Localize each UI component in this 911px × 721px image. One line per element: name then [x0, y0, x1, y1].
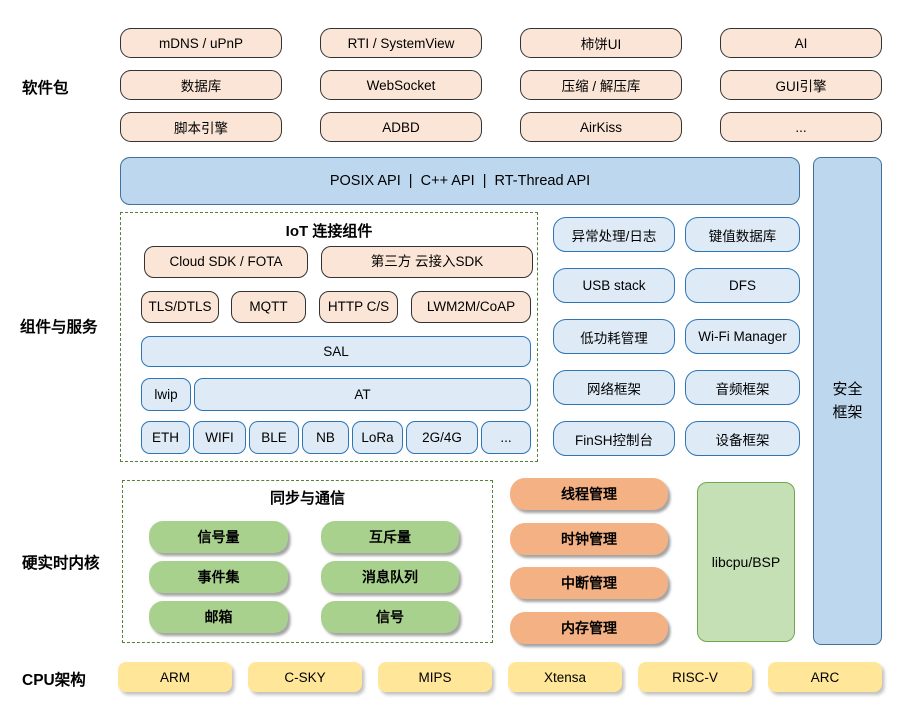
sync-section-title: 同步与通信: [269, 490, 345, 507]
package-box: ADBD: [320, 112, 482, 142]
service-box: 异常处理/日志: [553, 217, 675, 252]
package-box: 压缩 / 解压库: [520, 70, 682, 100]
side-label-software-packages: 软件包: [22, 80, 69, 97]
service-box: USB stack: [553, 268, 675, 303]
kernel-mgmt-box: 中断管理: [510, 567, 668, 599]
service-box: FinSH控制台: [553, 421, 675, 456]
iot-box-link: 2G/4G: [406, 421, 478, 454]
services-grid: 异常处理/日志 键值数据库 USB stack DFS 低功耗管理 Wi-Fi …: [553, 217, 800, 456]
iot-section: IoT 连接组件 Cloud SDK / FOTA 第三方 云接入SDK TLS…: [120, 212, 538, 462]
cpu-arch-row: ARM C-SKY MIPS Xtensa RISC-V ARC: [118, 662, 882, 692]
cpu-arch-box: RISC-V: [638, 662, 752, 692]
service-box: 网络框架: [553, 370, 675, 405]
sync-box: 事件集: [149, 561, 288, 593]
iot-box-link: ETH: [141, 421, 190, 454]
iot-box-lwip: lwip: [141, 378, 191, 411]
cpu-arch-box: ARC: [768, 662, 882, 692]
iot-box-protocol: TLS/DTLS: [141, 291, 219, 323]
package-box: 数据库: [120, 70, 282, 100]
iot-box-protocol: MQTT: [231, 291, 306, 323]
iot-box-link: LoRa: [352, 421, 403, 454]
iot-box-cloud-sdk: Cloud SDK / FOTA: [144, 246, 308, 278]
service-box: DFS: [685, 268, 800, 303]
cpu-arch-box: ARM: [118, 662, 232, 692]
service-box: 音频框架: [685, 370, 800, 405]
side-label-realtime-kernel: 硬实时内核: [22, 555, 100, 572]
security-framework-line2: 框架: [832, 404, 863, 421]
package-box: 柿饼UI: [520, 28, 682, 58]
libcpu-bsp-box: libcpu/BSP: [697, 482, 795, 642]
service-box: 键值数据库: [685, 217, 800, 252]
kernel-mgmt-box: 时钟管理: [510, 523, 668, 555]
iot-box-link: NB: [302, 421, 349, 454]
sync-box: 信号量: [149, 521, 288, 553]
package-box: AI: [720, 28, 882, 58]
iot-box-link: ...: [481, 421, 531, 454]
package-box: WebSocket: [320, 70, 482, 100]
package-box: ...: [720, 112, 882, 142]
kernel-mgmt-box: 线程管理: [510, 478, 668, 510]
cpu-arch-box: C-SKY: [248, 662, 362, 692]
service-box: 设备框架: [685, 421, 800, 456]
service-box: Wi-Fi Manager: [685, 319, 800, 354]
iot-box-link: BLE: [249, 421, 299, 454]
sync-box: 消息队列: [321, 561, 459, 593]
side-label-components-services: 组件与服务: [20, 319, 98, 336]
side-label-cpu-arch: CPU架构: [22, 672, 86, 689]
security-framework-line1: 安全: [832, 381, 863, 398]
package-box: GUI引擎: [720, 70, 882, 100]
sync-box: 互斥量: [321, 521, 459, 553]
software-packages-grid: mDNS / uPnP RTI / SystemView 柿饼UI AI 数据库…: [120, 28, 882, 142]
package-box: RTI / SystemView: [320, 28, 482, 58]
iot-box-link: WIFI: [193, 421, 246, 454]
package-box: AirKiss: [520, 112, 682, 142]
api-bar: POSIX API | C++ API | RT-Thread API: [120, 157, 800, 205]
sync-section: 同步与通信 信号量 互斥量 事件集 消息队列 邮箱 信号: [122, 480, 493, 643]
package-box: mDNS / uPnP: [120, 28, 282, 58]
service-box: 低功耗管理: [553, 319, 675, 354]
iot-box-protocol: LWM2M/CoAP: [411, 291, 531, 323]
iot-box-sal: SAL: [141, 336, 531, 367]
cpu-arch-box: MIPS: [378, 662, 492, 692]
sync-box: 邮箱: [149, 601, 288, 633]
iot-box-thirdparty-sdk: 第三方 云接入SDK: [321, 246, 533, 278]
package-box: 脚本引擎: [120, 112, 282, 142]
sync-box: 信号: [321, 601, 459, 633]
iot-section-title: IoT 连接组件: [285, 223, 373, 240]
cpu-arch-box: Xtensa: [508, 662, 622, 692]
security-framework-bar: 安全 框架: [813, 157, 882, 645]
iot-box-at: AT: [194, 378, 531, 411]
iot-box-protocol: HTTP C/S: [319, 291, 398, 323]
kernel-mgmt-box: 内存管理: [510, 612, 668, 644]
